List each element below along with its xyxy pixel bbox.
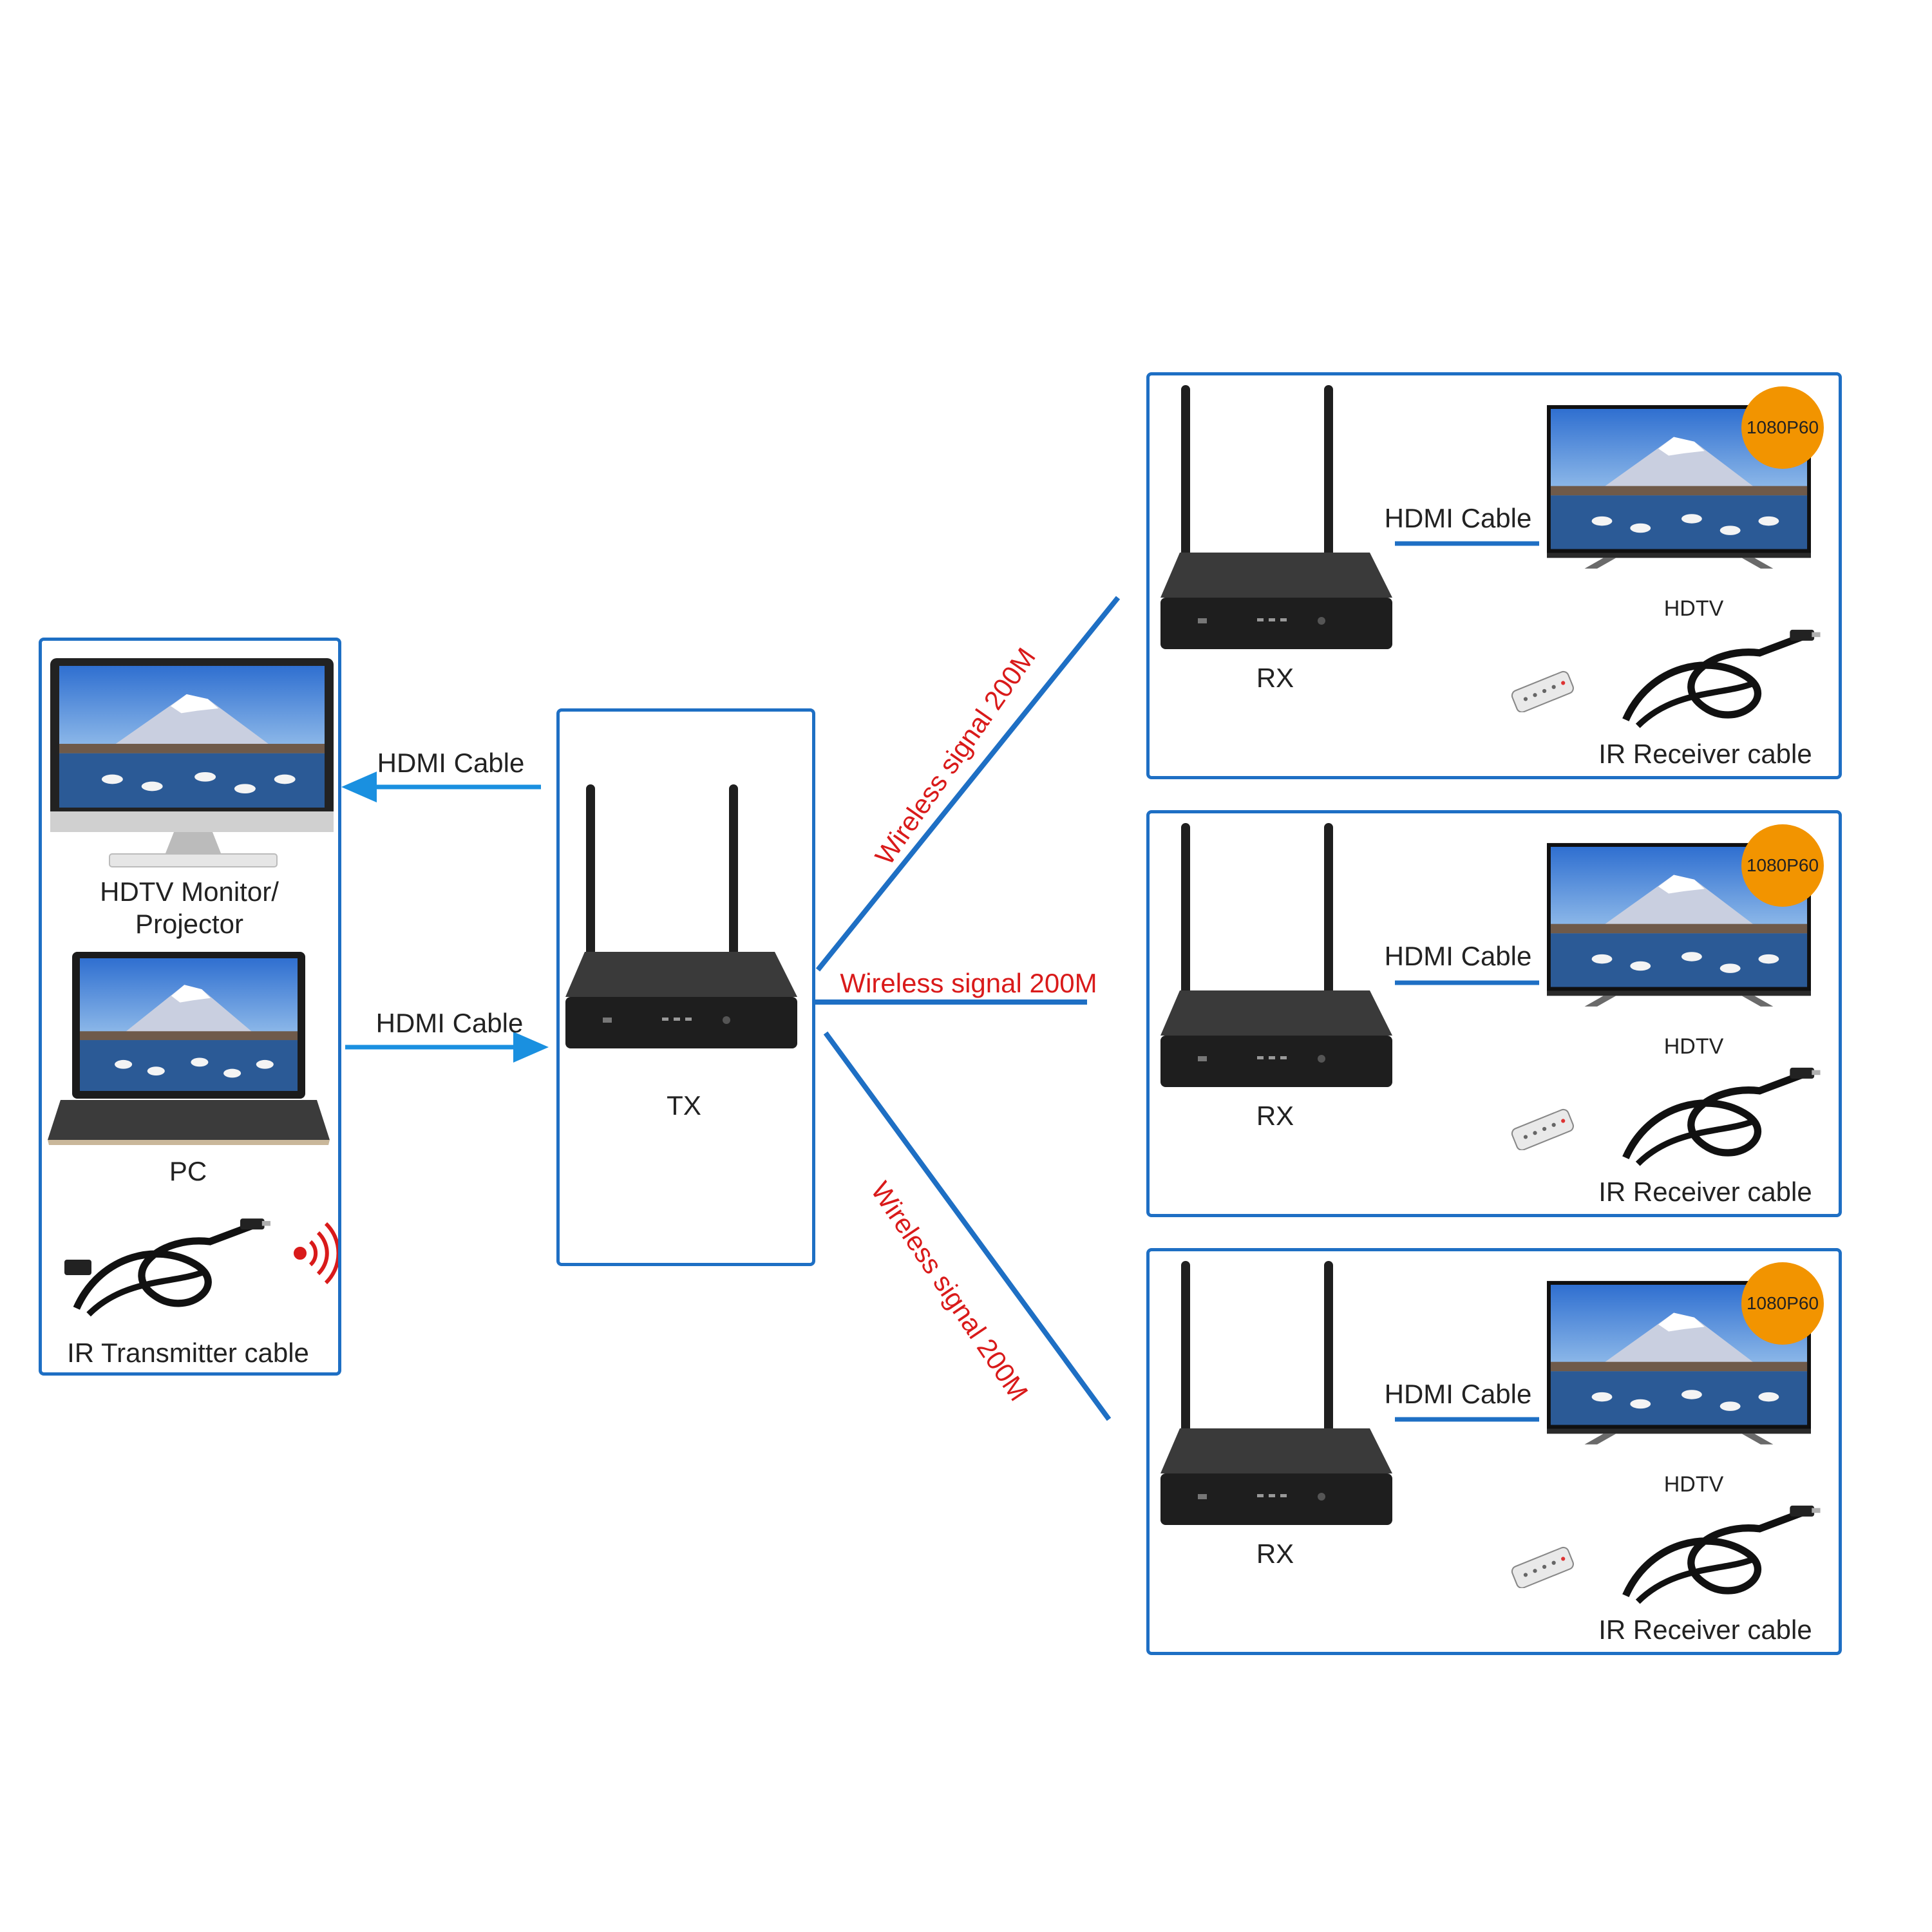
ir-receiver-3-label: IR Receiver cable (1598, 1615, 1812, 1645)
rx-3-label: RX (1256, 1539, 1294, 1569)
receiver-3-graphics (1160, 1261, 1824, 1602)
ir-receiver-2-label: IR Receiver cable (1598, 1177, 1812, 1207)
hdtv-2-label: HDTV (1663, 1034, 1724, 1059)
pc-label: PC (169, 1156, 207, 1186)
tx-frame (556, 708, 815, 1266)
badge-1-circle (1741, 386, 1824, 469)
badge-1-label: 1080P60 (1746, 417, 1819, 437)
badge-2-circle (1741, 824, 1824, 907)
signal-line-top (815, 596, 1121, 972)
tx-label: TX (667, 1090, 701, 1121)
pc-laptop-image (48, 952, 330, 1145)
receiver-3-frame (1146, 1248, 1842, 1655)
hdmi-out-label: HDMI Cable (377, 748, 525, 778)
hdmi-3-label: HDMI Cable (1384, 1379, 1532, 1409)
signal-label-middle: Wireless signal 200M (840, 968, 1097, 998)
monitor-label-line1: HDTV Monitor/ (100, 876, 279, 907)
badge-3-circle (1741, 1262, 1824, 1345)
hdmi-2-label: HDMI Cable (1384, 941, 1532, 971)
hdtv-1-label: HDTV (1663, 596, 1724, 621)
source-panel-graphics (48, 658, 341, 1314)
hdmi-in-label: HDMI Cable (375, 1008, 524, 1038)
hdtv-monitor-image (50, 658, 334, 867)
receiver-1-frame (1146, 372, 1842, 779)
receiver-2-graphics (1160, 823, 1824, 1164)
source-panel-frame (39, 638, 341, 1376)
hdmi-1-label: HDMI Cable (1384, 503, 1532, 533)
receiver-1-graphics (1160, 385, 1824, 726)
monitor-label: HDTV Monitor/ Projector (100, 876, 279, 940)
hdmi-arrow-to-monitor (341, 772, 541, 802)
badge-3-label: 1080P60 (1746, 1293, 1819, 1313)
hdmi-arrow-from-pc (345, 1032, 549, 1063)
hdtv-3-label: HDTV (1663, 1472, 1724, 1497)
receiver-2-frame (1146, 810, 1842, 1217)
badge-2-label: 1080P60 (1746, 855, 1819, 875)
signal-line-bottom (823, 1031, 1112, 1421)
ir-receiver-1-label: IR Receiver cable (1598, 739, 1812, 769)
rx-1-label: RX (1256, 663, 1294, 693)
ir-transmitter-label: IR Transmitter cable (67, 1338, 309, 1368)
rx-2-label: RX (1256, 1101, 1294, 1131)
monitor-label-line2: Projector (135, 909, 244, 939)
